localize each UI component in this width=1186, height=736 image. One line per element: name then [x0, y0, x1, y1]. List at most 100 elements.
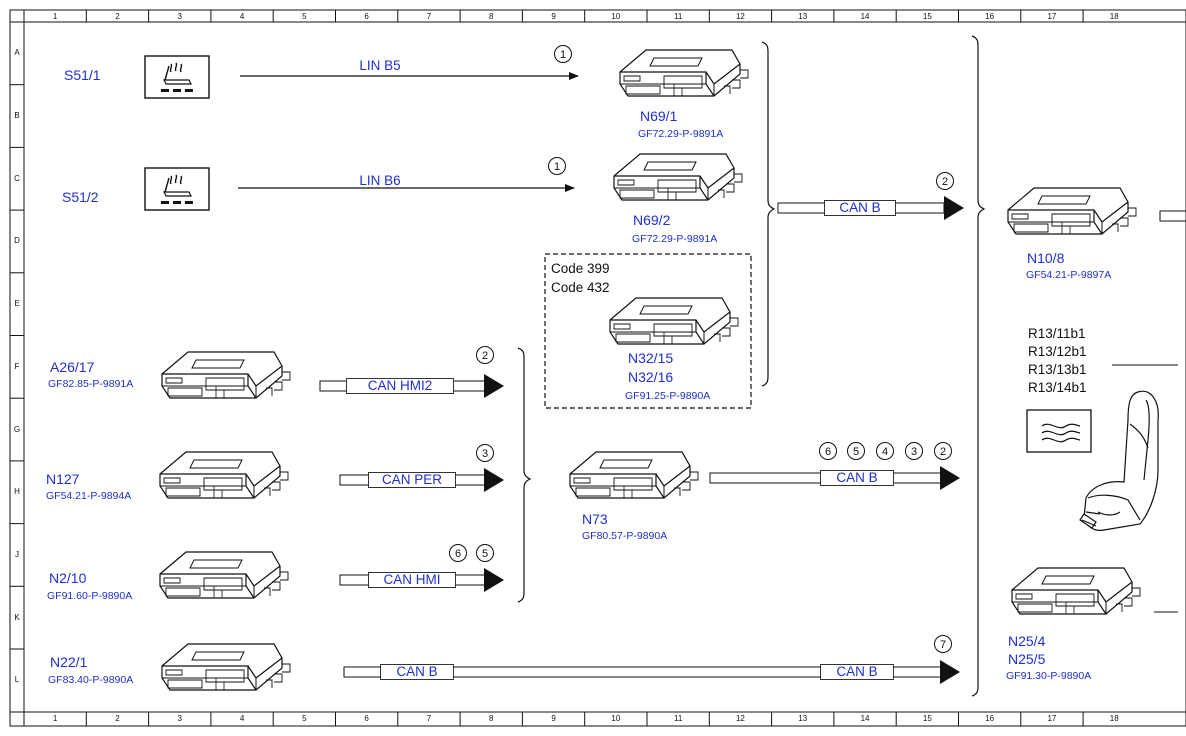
column-label: 6 [364, 12, 369, 21]
column-label: 10 [611, 714, 621, 723]
bus-box-can-b-top: CAN B [824, 200, 896, 216]
column-label: 2 [115, 714, 120, 723]
code-432: Code 432 [551, 280, 610, 295]
label-a26-17: A26/17 [50, 359, 95, 375]
column-label: 15 [922, 12, 932, 21]
label-n32-15: N32/15 [628, 350, 674, 366]
column-label: 2 [115, 12, 120, 21]
row-label: A [14, 48, 20, 58]
column-label: 14 [860, 12, 870, 21]
column-label: 7 [426, 12, 432, 21]
label-n73: N73 [582, 511, 608, 527]
bus-box-can-hmi2: CAN HMI2 [346, 378, 454, 394]
column-label: 9 [551, 12, 556, 21]
ecu-a26-17 [161, 351, 291, 399]
bracket-right-group [971, 35, 986, 697]
column-label: 4 [239, 714, 245, 723]
column-label: 7 [426, 714, 432, 723]
column-label: 1 [52, 12, 58, 21]
heating-element-icon [1026, 409, 1092, 453]
ecu-n69-1 [619, 49, 749, 97]
label-n25-4: N25/4 [1008, 633, 1046, 649]
column-label: 18 [1109, 714, 1119, 723]
part-n32: GF91.25-P-9890A [625, 390, 711, 402]
marker-can-b-bottom-7: 7 [934, 635, 952, 653]
part-n69-1: GF72.29-P-9891A [638, 128, 724, 140]
column-label: 17 [1047, 714, 1057, 723]
row-label: G [13, 424, 21, 434]
part-n25: GF91.30-P-9890A [1006, 670, 1092, 682]
column-label: 11 [673, 12, 683, 21]
column-label: 10 [611, 12, 621, 21]
bracket-top-group [761, 41, 776, 387]
label-n69-1: N69/1 [640, 108, 678, 124]
part-n73: GF80.57-P-9890A [582, 530, 668, 542]
column-label: 13 [798, 714, 808, 723]
column-label: 9 [551, 714, 556, 723]
part-n2-10: GF91.60-P-9890A [47, 590, 133, 602]
bus-box-can-per: CAN PER [368, 472, 456, 488]
seat-heater-switch-s51-1 [144, 55, 210, 99]
column-label: 6 [364, 714, 369, 723]
bus-label-lin-b6: LIN B6 [359, 173, 401, 188]
marker-can-b-mid-5: 5 [847, 442, 865, 460]
marker-lin-b5-1: 1 [554, 45, 572, 63]
part-n69-2: GF72.29-P-9891A [632, 233, 718, 245]
row-label: C [14, 173, 20, 183]
bus-label-can-hmi: CAN HMI [383, 572, 441, 587]
ecu-n73 [569, 451, 699, 499]
column-label: 3 [177, 714, 182, 723]
column-label: 4 [239, 12, 245, 21]
marker-can-hmi2-2: 2 [476, 346, 494, 364]
ecu-n25 [1011, 567, 1141, 615]
row-label: E [14, 299, 20, 309]
row-label: K [14, 612, 20, 622]
bus-label-can-b-mid: CAN B [836, 470, 878, 485]
bus-box-can-b-bottom-right: CAN B [820, 664, 894, 680]
marker-lin-b6-1: 1 [548, 157, 566, 175]
bus-label-can-hmi2: CAN HMI2 [367, 378, 433, 393]
column-label: 15 [922, 714, 932, 723]
part-n10-8: GF54.21-P-9897A [1026, 269, 1112, 281]
ecu-n32 [609, 297, 739, 345]
marker-can-per-3: 3 [476, 444, 494, 462]
marker-can-b-mid-4: 4 [876, 442, 894, 460]
ecu-n22-1 [161, 643, 291, 691]
bus-label-can-b-top: CAN B [839, 200, 881, 215]
row-label: L [14, 675, 20, 685]
bracket-mid-group [517, 347, 532, 603]
label-s51-1: S51/1 [64, 67, 101, 83]
column-label: 16 [985, 714, 995, 723]
column-label: 5 [302, 12, 307, 21]
ecu-n10-8 [1007, 187, 1137, 235]
marker-can-b-top-2: 2 [936, 172, 954, 190]
label-r13-14b1: R13/14b1 [1028, 380, 1087, 395]
bus-label-lin-b5: LIN B5 [359, 58, 401, 73]
ecu-n69-2 [613, 153, 743, 201]
label-s51-2: S51/2 [62, 189, 99, 205]
code-option-box [544, 253, 752, 409]
column-label: 3 [177, 12, 182, 21]
marker-can-b-mid-2: 2 [934, 442, 952, 460]
row-label: D [14, 236, 20, 246]
marker-can-b-mid-3: 3 [905, 442, 923, 460]
can-b-bus-bottom [343, 660, 960, 684]
row-label: H [14, 487, 20, 497]
bus-box-can-hmi: CAN HMI [368, 572, 456, 588]
bus-box-can-b-mid: CAN B [820, 470, 894, 486]
label-n127: N127 [46, 471, 80, 487]
label-r13-12b1: R13/12b1 [1028, 344, 1087, 359]
bus-label-can-b-bottom-left: CAN B [396, 664, 438, 679]
marker-can-b-mid-6: 6 [819, 442, 837, 460]
column-label: 8 [489, 12, 494, 21]
label-n22-1: N22/1 [50, 654, 88, 670]
bus-box-can-b-bottom-left: CAN B [380, 664, 454, 680]
part-a26-17: GF82.85-P-9891A [48, 378, 134, 390]
marker-can-hmi-6: 6 [449, 544, 467, 562]
column-label: 18 [1109, 12, 1119, 21]
part-n127: GF54.21-P-9894A [46, 490, 132, 502]
ecu-n2-10 [159, 551, 289, 599]
row-label: J [15, 549, 19, 559]
row-label: B [14, 111, 20, 121]
column-label: 16 [985, 12, 995, 21]
